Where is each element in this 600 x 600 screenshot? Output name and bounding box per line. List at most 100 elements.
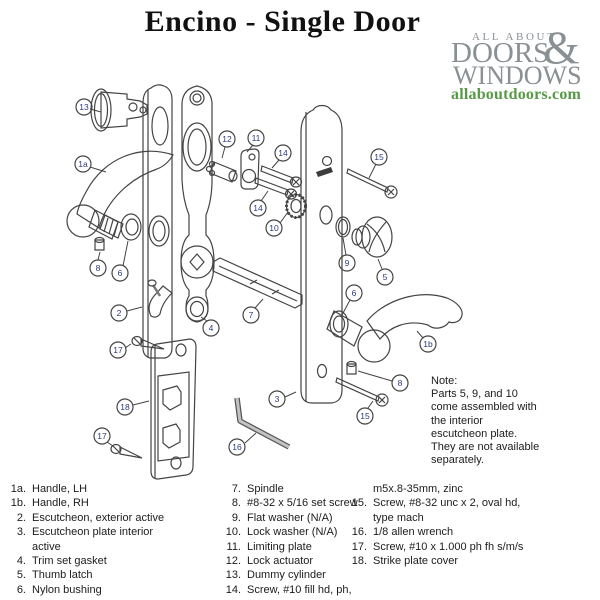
part-row: 15.Screw, #8-32 unc x 2, oval hd, type m… [351,497,521,524]
part-row: 16.1/8 allen wrench [351,526,454,539]
note-block: Note: Parts 5, 9, and 10 come assembled … [431,375,551,467]
callout-11: 11 [247,129,265,147]
part-thumb-latch [351,216,393,258]
note-line: come assembled with [431,401,537,414]
note-line: They are not available [431,441,540,454]
callout-15a: 15 [370,148,388,166]
callout-1a: 1a [74,155,92,173]
part-row: 1b.Handle, RH [10,497,89,510]
part-row: 13.Dummy cylinder [225,569,326,582]
part-lock-actuator [205,160,238,183]
part-screw-15-top [346,168,398,199]
svg-text:11: 11 [252,133,261,143]
parts-list-column-2: 7.Spindle 8.#8-32 x 5/16 set screw 9.Fla… [215,482,377,597]
logo-website-link[interactable]: allaboutdoors.com [451,86,582,103]
svg-text:3: 3 [275,394,280,404]
logo-windows: WINDOWS [453,61,582,90]
callout-5: 5 [376,268,394,286]
part-interior-escutcheon [300,104,343,404]
part-row: 18.Strike plate cover [351,555,458,568]
page-title: Encino - Single Door [144,5,421,38]
svg-text:1b: 1b [423,339,433,349]
callout-18: 18 [116,398,134,416]
callout-7: 7 [242,306,260,324]
note-line: escutcheon plate. [431,427,518,440]
part-handle-rh [326,294,463,363]
callout-15b: 15 [356,407,374,425]
callout-13: 13 [75,98,93,116]
part-row: 4.Trim set gasket [16,555,107,568]
part-row: 11.Limiting plate [226,540,312,553]
part-strike-plate-cover [150,338,197,480]
callout-17a: 17 [109,341,127,359]
part-row: 9.Flat washer (N/A) [231,511,333,524]
company-logo: ALL ABOUT DOORS & WINDOWS allaboutdoors.… [450,25,600,104]
part-limiting-plate [240,148,260,190]
callout-10: 10 [265,219,283,237]
callouts: 13 1a 12 11 14 14 15 10 9 5 8 6 2 4 7 6 … [74,98,437,456]
part-row: 12.Lock actuator [225,555,314,568]
svg-text:14: 14 [253,203,263,213]
svg-text:14: 14 [278,148,288,158]
part-screws-17 [110,335,165,459]
note-line: Note: [431,375,458,387]
note-line: the interior [431,414,483,427]
part-row: m5x.8-35mm, zinc [373,483,463,495]
callout-12: 12 [218,130,236,148]
parts-list-column-3: m5x.8-35mm, zinc 15.Screw, #8-32 unc x 2… [337,482,535,568]
part-row: 17.Screw, #10 x 1.000 ph fh s/m/s [351,540,524,553]
part-set-screw-right [346,360,357,375]
svg-text:8: 8 [398,378,403,388]
part-screws-14 [254,165,303,200]
part-row: 2.Escutcheon, exterior active [16,511,165,524]
callout-14a: 14 [274,144,292,162]
logo-doors: DOORS [451,37,550,69]
part-screw-15-bottom [335,377,389,407]
part-row: 8.#8-32 x 5/16 set screw [231,497,358,510]
svg-text:16: 16 [232,442,242,452]
part-trim-set-gasket [180,85,215,323]
logo-all-about: ALL ABOUT [472,31,557,43]
part-row: 1a.Handle, LH [10,483,88,495]
callout-14b: 14 [249,199,267,217]
part-allen-wrench [234,397,291,450]
part-row: 7.Spindle [231,483,284,495]
svg-text:7: 7 [249,310,254,320]
svg-text:6: 6 [118,268,123,278]
svg-text:13: 13 [79,102,89,112]
svg-text:5: 5 [383,272,388,282]
callout-8b: 8 [391,374,409,392]
part-handle-lh [66,150,174,240]
callout-6a: 6 [111,264,129,282]
part-row: 10.Lock washer (N/A) [225,526,338,539]
callout-2: 2 [110,304,128,322]
callout-17b: 17 [93,427,111,445]
part-set-screw-left [94,236,105,251]
svg-text:15: 15 [374,152,384,162]
callout-9: 9 [338,254,356,272]
part-spindle [212,257,303,309]
svg-text:17: 17 [97,431,107,441]
part-row: 5.Thumb latch [16,569,93,582]
callout-6b: 6 [345,284,363,302]
callout-leader-lines [89,108,424,447]
svg-text:17: 17 [113,345,123,355]
svg-text:12: 12 [222,134,232,144]
part-nylon-bushing-left [120,213,142,241]
logo-ampersand: & [543,22,580,74]
parts-list-column-1: 1a.Handle, LH 1b.Handle, RH 2.Escutcheon… [4,482,180,597]
callout-8a: 8 [89,259,107,277]
part-exterior-escutcheon [142,84,173,359]
svg-text:18: 18 [120,402,130,412]
callout-4: 4 [202,319,220,337]
part-row: 3.Escutcheon plate interior active [16,526,154,553]
callout-1b: 1b [419,335,437,353]
svg-text:6: 6 [352,288,357,298]
svg-text:15: 15 [360,411,370,421]
svg-text:10: 10 [269,223,279,233]
part-lock-washer [285,193,307,219]
part-flat-washer [335,216,351,238]
note-line: Parts 5, 9, and 10 [431,388,518,401]
